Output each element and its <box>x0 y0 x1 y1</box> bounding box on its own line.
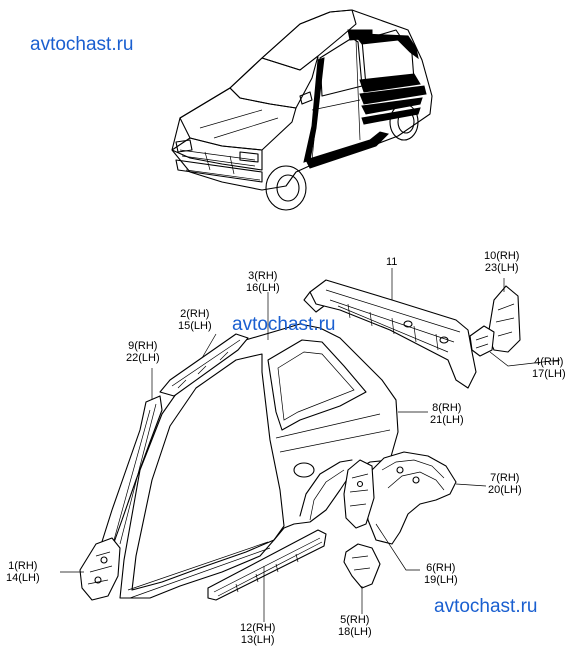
callout-4: 4(RH)17(LH) <box>532 356 566 380</box>
callout-12: 12(RH)13(LH) <box>240 622 276 646</box>
callout-10: 10(RH)23(LH) <box>484 250 520 274</box>
leader-lines <box>60 268 561 622</box>
watermark-center: avtochast.ru <box>232 314 336 335</box>
exploded-body-parts <box>60 268 561 622</box>
callout-9: 9(RH)22(LH) <box>126 340 160 364</box>
part-front-pillar <box>99 395 163 549</box>
callout-11: 11 <box>386 256 398 268</box>
part-wheelhouse-inner <box>365 451 457 545</box>
callout-2: 2(RH)15(LH) <box>178 308 212 332</box>
part-wheelhouse-extension <box>343 459 375 529</box>
watermark-bottom-right: avtochast.ru <box>434 596 538 617</box>
callout-6: 6(RH)19(LH) <box>424 562 458 586</box>
part-gusset <box>343 543 381 589</box>
callout-8: 8(RH)21(LH) <box>430 402 464 426</box>
callout-1: 1(RH)14(LH) <box>6 560 40 584</box>
car-overview-illustration <box>171 9 433 211</box>
part-small-bracket <box>469 325 495 357</box>
watermark-top-left: avtochast.ru <box>30 34 134 55</box>
callout-7: 7(RH)20(LH) <box>488 472 522 496</box>
callout-3: 3(RH)16(LH) <box>246 270 280 294</box>
callout-5: 5(RH)18(LH) <box>338 614 372 638</box>
